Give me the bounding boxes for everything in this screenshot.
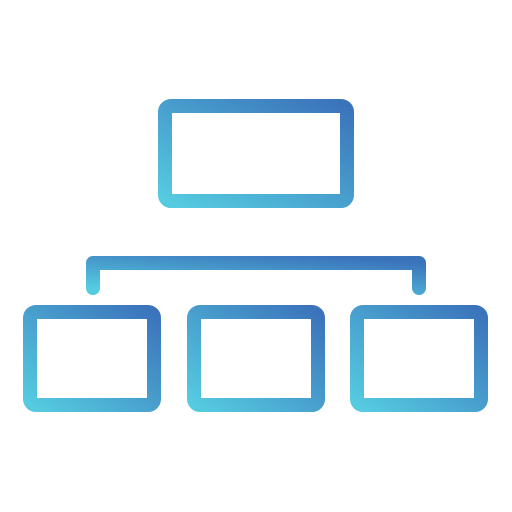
connector-lines: [86, 194, 426, 295]
bottom-box-right-node: [350, 305, 488, 412]
top-box-node: [158, 99, 354, 208]
connector-branch: [86, 256, 426, 295]
bottom-box-left-node: [23, 305, 161, 412]
bottom-box-center-node: [187, 305, 325, 412]
